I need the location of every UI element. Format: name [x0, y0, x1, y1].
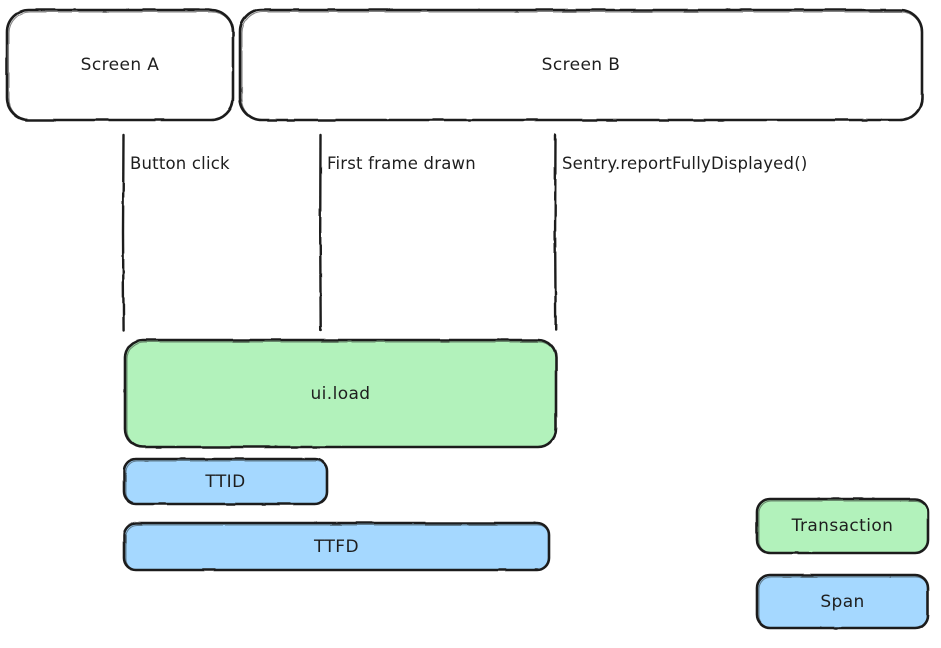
legend-span[interactable]: [757, 575, 928, 628]
bar-ttid[interactable]: [124, 459, 327, 504]
screen-a-box[interactable]: [7, 10, 233, 120]
screen-b-box[interactable]: [240, 10, 922, 120]
marker-lines: [121, 133, 557, 332]
bar-ui-load[interactable]: [125, 340, 556, 447]
marker-button-click-label: Button click: [130, 154, 230, 173]
bar-ttfd[interactable]: [124, 523, 549, 570]
marker-button-click-line[interactable]: [117, 135, 130, 330]
legend-transaction[interactable]: [757, 499, 928, 553]
marker-report-fully-displayed-line[interactable]: [549, 135, 562, 330]
marker-report-fully-displayed-label: Sentry.reportFullyDisplayed(): [562, 154, 808, 173]
marker-first-frame-drawn-label: First frame drawn: [327, 154, 476, 173]
marker-first-frame-drawn-line[interactable]: [314, 135, 327, 330]
